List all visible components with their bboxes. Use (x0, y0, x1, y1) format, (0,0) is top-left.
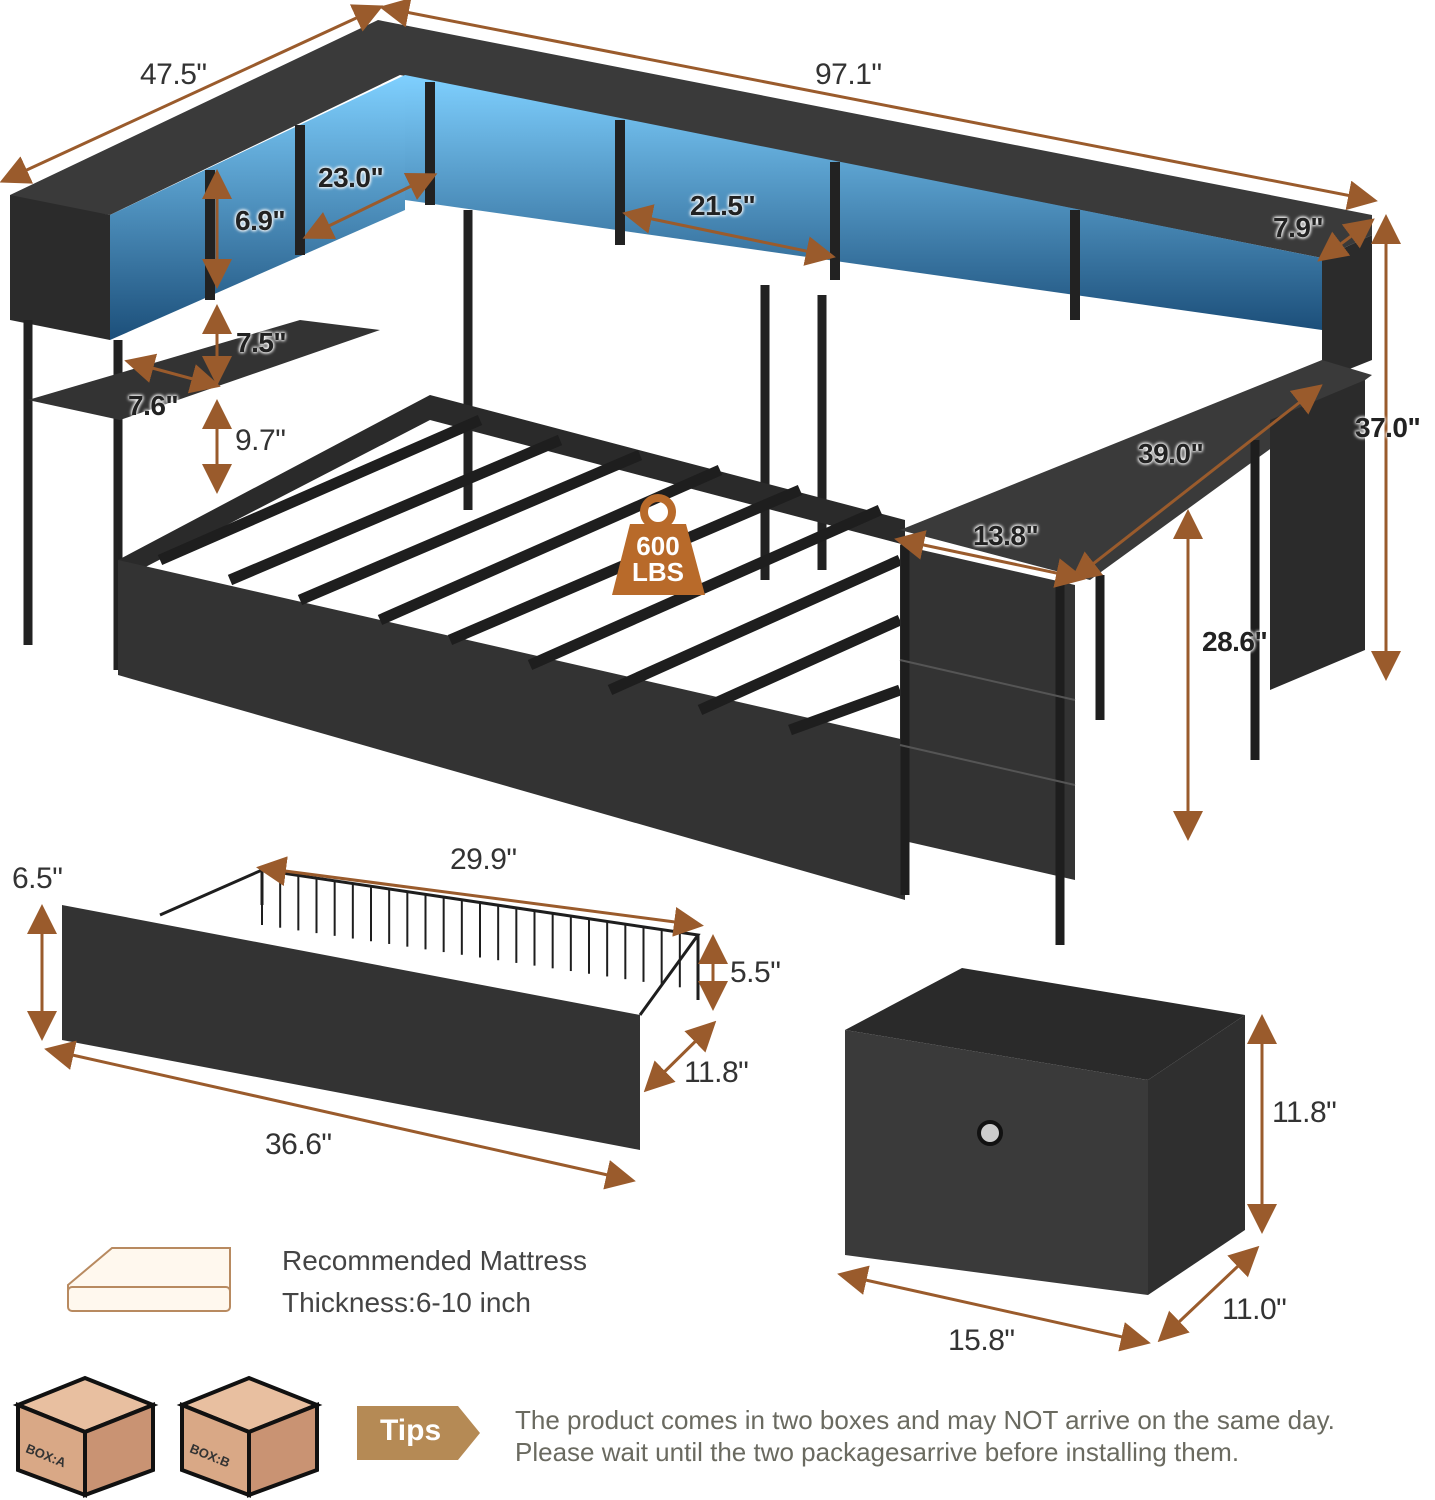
dim-shelf-clearance: 9.7" (235, 424, 286, 457)
dim-bin-width: 15.8" (948, 1324, 1015, 1357)
dim-shelf-height-mid: 7.5" (236, 327, 287, 358)
dim-shelf-width-side: 23.0" (318, 162, 384, 193)
side-shelf (28, 320, 380, 420)
mattress-icon (67, 1247, 231, 1312)
dim-desk-width: 13.8" (973, 520, 1039, 551)
bed-frame (118, 395, 905, 900)
dim-drawer-length: 36.6" (265, 1128, 332, 1161)
weight-unit: LBS (632, 557, 684, 587)
tips-badge-shape (357, 1406, 480, 1460)
dimension-arrows (0, 0, 1401, 1352)
tips-label: Tips (380, 1414, 442, 1447)
dim-total-length: 97.1" (815, 58, 882, 91)
dim-drawer-depth: 11.8" (684, 1056, 749, 1089)
dim-desk-length: 39.0" (1138, 438, 1204, 469)
dim-drawer-inner-length: 29.9" (450, 843, 517, 876)
dim-total-height: 37.0" (1355, 412, 1421, 443)
dim-shelf-width-back: 21.5" (690, 190, 756, 221)
dim-bin-height: 11.8" (1272, 1096, 1337, 1129)
weight-value: 600 (636, 531, 680, 561)
mattress-line-1: Recommended Mattress (282, 1245, 588, 1276)
dim-drawer-front-height: 6.5" (12, 862, 63, 895)
mattress-recommendation: Recommended Mattress Thickness:6-10 inch (282, 1240, 587, 1324)
weight-badge-icon (612, 494, 705, 595)
box-a-icon (12, 1375, 159, 1498)
dim-shelf-depth-side: 7.6" (128, 390, 179, 421)
tips-line-1: The product comes in two boxes and may N… (515, 1405, 1335, 1435)
weight-badge: 600 LBS (618, 533, 698, 585)
mattress-line-2: Thickness:6-10 inch (282, 1287, 532, 1318)
dim-drawer-basket-height: 5.5" (730, 956, 781, 989)
box-b-icon (176, 1375, 323, 1498)
tips-text: The product comes in two boxes and may N… (515, 1404, 1335, 1468)
dim-desk-height: 28.6" (1202, 626, 1268, 657)
fabric-bin (845, 968, 1245, 1295)
dim-shelf-depth: 7.9" (1273, 212, 1324, 243)
tips-line-2: Please wait until the two packagesarrive… (515, 1437, 1240, 1467)
dim-shelf-height-top: 6.9" (235, 205, 286, 236)
desk (899, 360, 1372, 945)
dim-bed-depth: 47.5" (140, 58, 207, 91)
dim-bin-depth: 11.0" (1222, 1293, 1287, 1326)
